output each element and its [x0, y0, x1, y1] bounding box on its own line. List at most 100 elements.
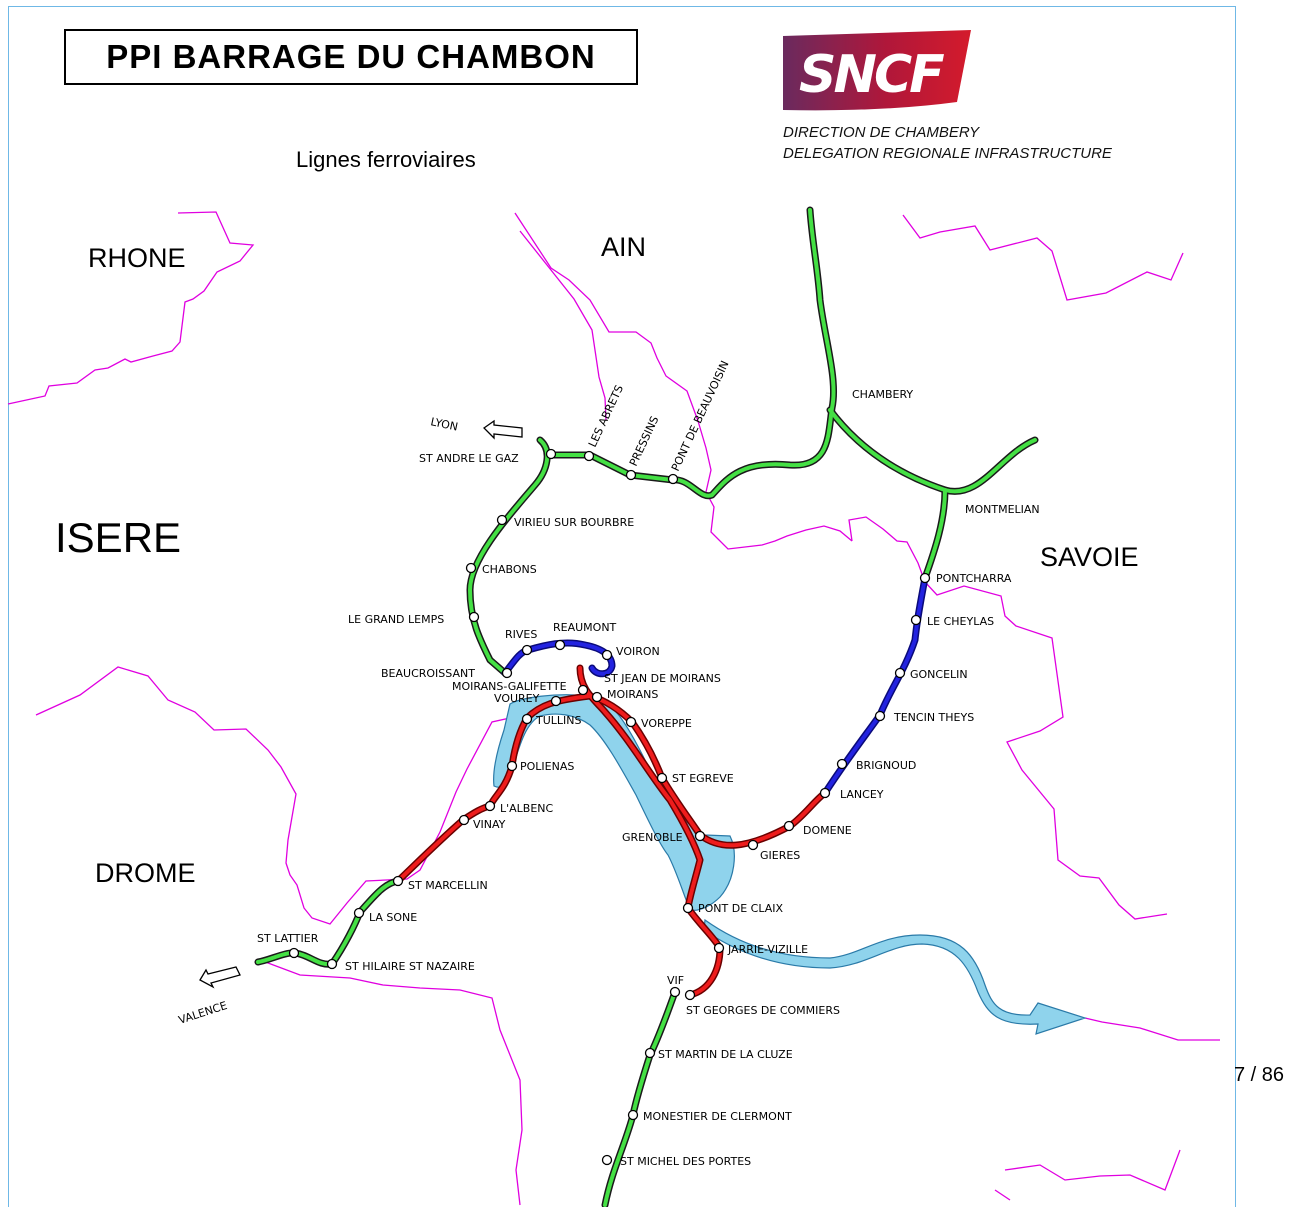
station-marker — [326, 958, 338, 970]
label-le-grand-lemps: LE GRAND LEMPS — [348, 613, 444, 626]
station-marker — [919, 572, 931, 584]
direction-valence: VALENCE — [177, 999, 229, 1027]
station-marker — [894, 667, 906, 679]
label-st-martin: ST MARTIN DE LA CLUZE — [658, 1048, 793, 1061]
border-south-mid — [994, 1189, 1011, 1201]
station-marker — [458, 814, 470, 826]
station-marker — [288, 947, 300, 959]
label-lancey: LANCEY — [840, 788, 884, 801]
region-ain: AIN — [601, 232, 646, 262]
label-st-michel: ST MICHEL DES PORTES — [620, 1155, 751, 1168]
station-marker — [747, 839, 759, 851]
map-subtitle: Lignes ferroviaires — [296, 147, 476, 172]
river — [493, 694, 1087, 1035]
label-rives: RIVES — [505, 628, 537, 641]
station-marker — [496, 514, 508, 526]
station-marker — [521, 713, 533, 725]
station-marker — [465, 562, 477, 574]
station-marker — [501, 667, 513, 679]
label-vif: VIF — [667, 974, 684, 987]
label-tencin: TENCIN THEYS — [893, 711, 974, 724]
label-pontcharra: PONTCHARRA — [936, 572, 1012, 585]
direction-arrows — [199, 419, 523, 989]
label-voreppe: VOREPPE — [641, 717, 692, 730]
label-st-lattier: ST LATTIER — [257, 932, 319, 945]
label-voiron: VOIRON — [616, 645, 660, 658]
station-marker — [682, 902, 694, 914]
station-marker — [468, 611, 480, 623]
page-frame — [8, 6, 1236, 1207]
station-marker — [591, 691, 603, 703]
label-vourey: VOUREY — [494, 692, 540, 705]
station-marker — [583, 450, 595, 462]
label-st-marcellin: ST MARCELLIN — [408, 879, 488, 892]
label-reaumont: REAUMONT — [553, 621, 617, 634]
sncf-logo: SNCF — [783, 30, 971, 111]
label-domene: DOMENE — [803, 824, 852, 837]
border-rhone-isere — [7, 211, 255, 405]
station-marker — [521, 644, 533, 656]
label-monestier: MONESTIER DE CLERMONT — [643, 1110, 792, 1123]
station-marker — [625, 716, 637, 728]
logo-caption-line1: DIRECTION DE CHAMBERY — [783, 124, 980, 141]
station-marker — [353, 907, 365, 919]
logo-caption: DIRECTION DE CHAMBERY DELEGATION REGIONA… — [783, 122, 1112, 164]
station-marker — [392, 875, 404, 887]
direction-lyon: LYON — [429, 415, 459, 433]
label-tullins: TULLINS — [535, 714, 582, 727]
station-marker — [656, 772, 668, 784]
label-goncelin: GONCELIN — [910, 668, 968, 681]
label-pont-de-beauvoisin: PONT DE BEAUVOISIN — [669, 359, 732, 474]
station-marker — [644, 1047, 656, 1059]
label-brignoud: BRIGNOUD — [856, 759, 916, 772]
border-savoie-north — [902, 214, 1184, 301]
border-savoie-isere — [848, 516, 1168, 920]
label-st-hilaire: ST HILAIRE ST NAZAIRE — [345, 960, 475, 973]
label-chambery: CHAMBERY — [852, 388, 913, 401]
label-gieres: GIERES — [760, 849, 800, 862]
station-marker — [554, 639, 566, 651]
valence-arrow-icon — [199, 966, 241, 989]
station-marker — [601, 649, 613, 661]
region-drome: DROME — [95, 858, 196, 888]
label-pressins: PRESSINS — [627, 414, 661, 468]
station-marker — [669, 986, 681, 998]
label-chabons: CHABONS — [482, 563, 537, 576]
station-marker — [627, 1109, 639, 1121]
region-savoie: SAVOIE — [1040, 542, 1139, 572]
station-markers — [288, 448, 931, 1166]
label-st-georges: ST GEORGES DE COMMIERS — [686, 1004, 840, 1017]
label-st-egreve: ST EGREVE — [672, 772, 734, 785]
station-marker — [484, 800, 496, 812]
station-marker — [694, 830, 706, 842]
label-polienas: POLIENAS — [520, 760, 574, 773]
station-marker — [910, 614, 922, 626]
station-marker — [836, 758, 848, 770]
station-marker — [713, 942, 725, 954]
station-marker — [684, 989, 696, 1001]
border-savoie-east — [1084, 1017, 1220, 1041]
label-vinay: VINAY — [473, 818, 506, 831]
label-les-abrets: LES ABRETS — [586, 383, 626, 449]
region-isere: ISERE — [55, 514, 181, 561]
lyon-arrow-icon — [482, 419, 523, 440]
border-south-east — [1004, 1149, 1181, 1191]
station-marker — [545, 448, 557, 460]
station-marker — [506, 760, 518, 772]
station-marker — [601, 1154, 613, 1166]
page-number: 7 / 86 — [1234, 1064, 1285, 1086]
label-virieu: VIRIEU SUR BOURBRE — [514, 516, 634, 529]
label-st-andre-le-gaz: ST ANDRE LE GAZ — [419, 452, 519, 465]
label-pont-de-claix: PONT DE CLAIX — [698, 902, 783, 915]
label-st-jean-de-moirans: ST JEAN DE MOIRANS — [604, 672, 721, 685]
border-ain-north — [519, 230, 607, 421]
station-marker — [625, 469, 637, 481]
border-drome-south — [259, 959, 523, 1206]
station-marker — [667, 473, 679, 485]
label-le-cheylas: LE CHEYLAS — [927, 615, 994, 628]
label-lalbenc: L'ALBENC — [500, 802, 554, 815]
page-title: PPI BARRAGE DU CHAMBON — [64, 29, 638, 85]
label-montmelian: MONTMELIAN — [965, 503, 1040, 516]
region-rhone: RHONE — [88, 243, 186, 273]
